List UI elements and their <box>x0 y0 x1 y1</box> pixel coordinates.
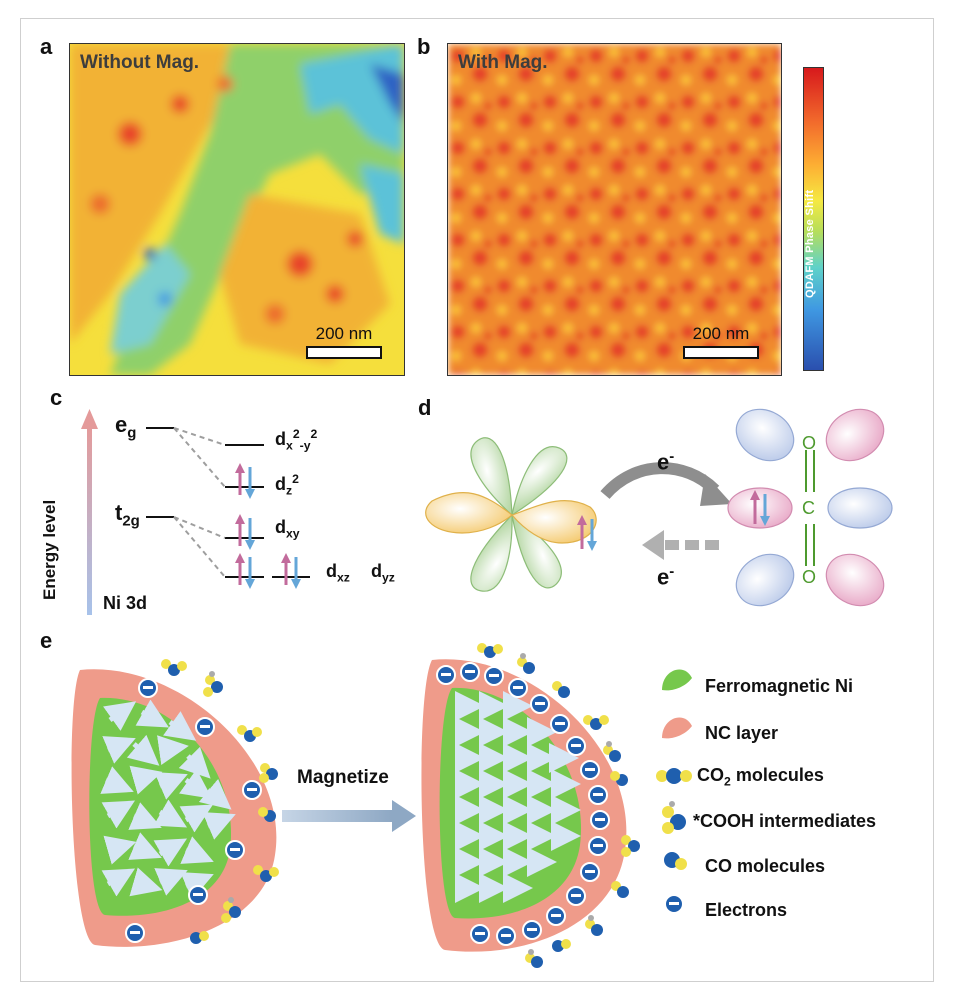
spin-pair-dxz <box>235 553 255 589</box>
energy-arrow-head <box>81 409 98 429</box>
co2-oxygen-bottom: O <box>802 567 817 587</box>
legend-co-icon <box>664 852 687 870</box>
eg-label: eg <box>115 412 137 442</box>
scale-bar-a-label: 200 nm <box>315 324 373 343</box>
legend-nc-icon <box>662 717 692 739</box>
right-electron-signs <box>441 670 605 937</box>
right-electrons <box>436 662 610 946</box>
back-donation-arrow <box>642 530 719 560</box>
magnetize-arrow-shaft <box>282 810 392 822</box>
right-molecules <box>477 643 640 968</box>
left-random-spins <box>100 699 236 900</box>
afm-map-with-mag: With Mag. 200 nm <box>447 43 782 376</box>
left-molecules <box>161 659 279 944</box>
orbital-dyz-label: dyz <box>371 561 395 585</box>
energy-arrow-shaft <box>87 425 92 615</box>
co2-orbital <box>727 408 893 607</box>
scale-bar-b: 200 nm <box>683 324 759 359</box>
legend-ni-icon <box>662 669 692 691</box>
afm-map-a-graphic <box>70 44 404 375</box>
orbital-dxy-label: dxy <box>275 517 300 541</box>
energy-axis-label: Energy level <box>40 499 59 600</box>
colorbar-label: QDAFM Phase Shift <box>804 189 816 298</box>
phase-shift-colorbar <box>803 67 824 371</box>
panel-label-e: e <box>40 628 53 653</box>
legend-ni-label: Ferromagnetic Ni <box>705 676 854 696</box>
magnetize-label: Magnetize <box>297 767 389 788</box>
ni-d-orbital <box>425 437 597 592</box>
legend-cooh-label: *COOH intermediates <box>693 811 877 831</box>
panel-label-a: a <box>40 34 53 59</box>
map-a-title: Without Mag. <box>80 52 200 73</box>
legend-cooh-icon <box>662 801 686 834</box>
scale-bar-b-label: 200 nm <box>692 324 750 343</box>
right-aligned-spins <box>455 691 581 903</box>
ni-3d-label: Ni 3d <box>103 593 148 613</box>
legend-nc-label: NC layer <box>705 723 779 743</box>
scale-bar-a: 200 nm <box>306 324 382 359</box>
orbital-dx2y2-label: dx2-y2 <box>275 427 318 453</box>
legend-co2-icon <box>656 768 692 784</box>
map-b-title: With Mag. <box>458 52 548 73</box>
electron-label-top: e- <box>657 448 675 475</box>
afm-map-b-graphic <box>448 44 781 375</box>
legend-electron-icon <box>664 894 684 914</box>
legend-co-label: CO molecules <box>705 856 826 876</box>
panel-label-d: d <box>418 395 432 420</box>
orbital-interaction-diagram <box>425 408 893 607</box>
left-electrons <box>125 678 262 943</box>
orbital-dxz-label: dxz <box>326 561 350 585</box>
panel-label-c: c <box>50 385 63 410</box>
orbital-dz2-label: dz2 <box>275 472 299 498</box>
spin-pair-dyz <box>281 553 301 589</box>
legend-icons <box>656 669 692 914</box>
magnetization-schematic <box>71 643 640 968</box>
panel-label-b: b <box>417 34 431 59</box>
legend-electrons-label: Electrons <box>705 900 788 920</box>
energy-level-diagram <box>81 409 310 615</box>
legend-co2-label: CO2 molecules <box>697 765 824 789</box>
afm-map-without-mag: Without Mag. 200 nm <box>69 43 405 376</box>
magnetize-arrow-head <box>392 800 416 832</box>
t2g-label: t2g <box>115 500 140 530</box>
co2-oxygen-top: O <box>802 433 817 453</box>
spin-pair-dz2 <box>235 463 255 499</box>
co2-carbon: C <box>802 498 815 518</box>
electron-label-bottom: e- <box>657 563 675 590</box>
spin-pair-dxy <box>235 514 255 550</box>
